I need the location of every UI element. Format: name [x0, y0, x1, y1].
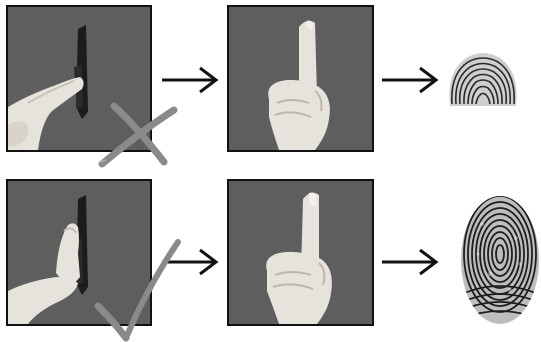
bottom-step2-panel	[227, 179, 374, 326]
arrow-right-icon	[382, 248, 439, 276]
finger-on-squeegee-illustration	[8, 181, 150, 324]
top-step1-panel	[6, 5, 152, 152]
arrow-right-icon	[162, 66, 219, 94]
fingerprint-full	[461, 196, 539, 324]
raised-index-finger-illustration	[229, 7, 372, 150]
top-step2-panel	[227, 5, 374, 152]
finger-on-squeegee-illustration	[8, 7, 150, 150]
raised-index-finger-illustration	[229, 181, 372, 324]
arrow-right-icon	[382, 66, 439, 94]
fingerprint-partial	[449, 53, 517, 106]
bottom-step1-panel	[6, 179, 152, 326]
arrow-right-icon	[162, 248, 219, 276]
